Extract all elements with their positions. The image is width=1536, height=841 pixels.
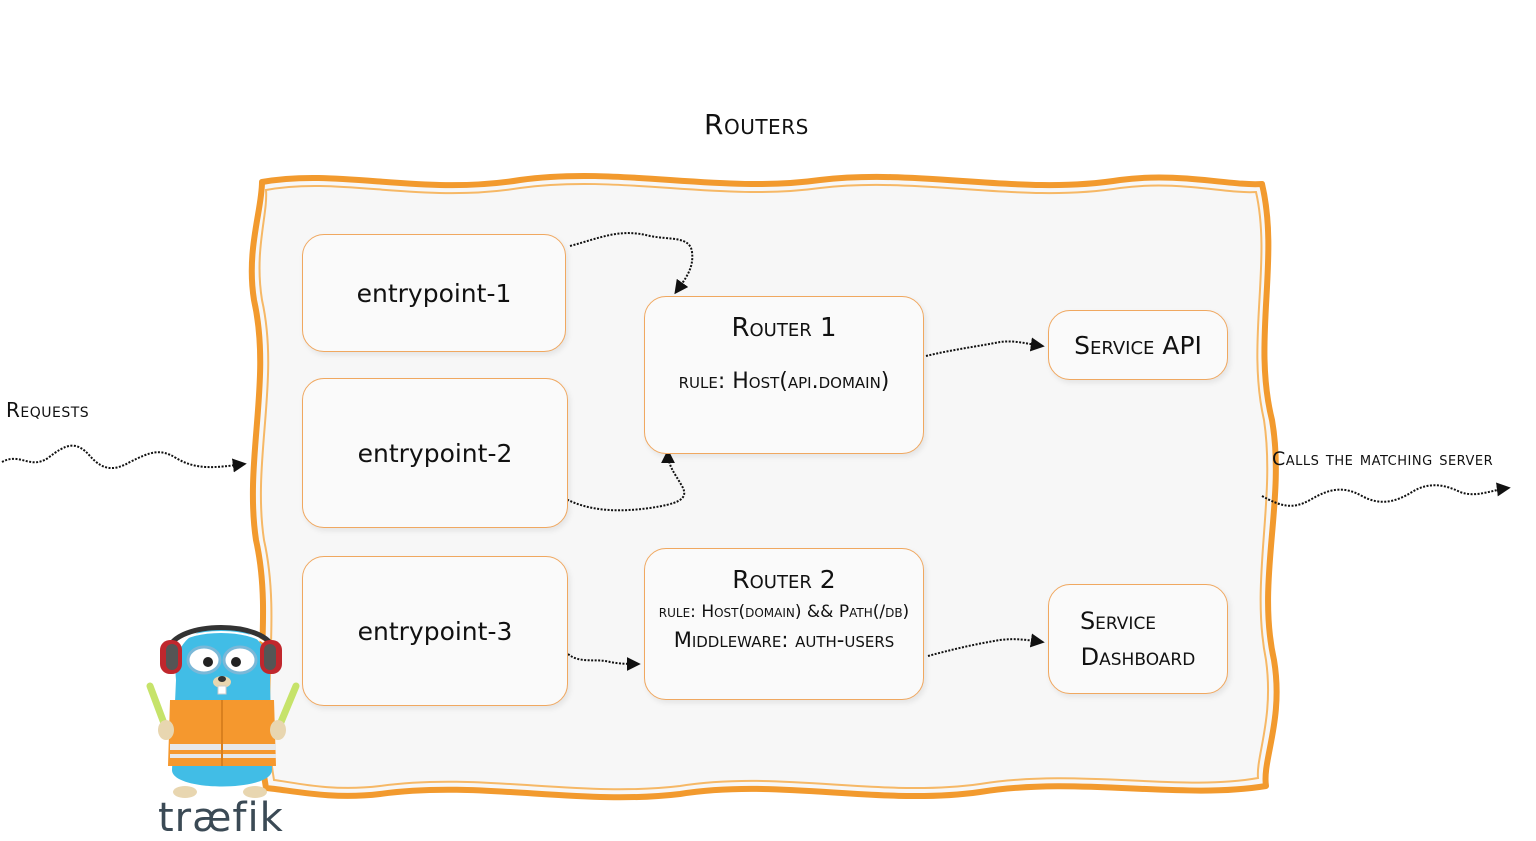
service-api-box: Service API [1048,310,1228,380]
entrypoint-2-label: entrypoint-2 [357,438,513,468]
router-2-rule: rule: Host(domain) && Path(/db) [658,602,910,622]
entrypoint1-to-router1-arrow [569,232,694,295]
entrypoint-1-label: entrypoint-1 [356,278,512,308]
requests-arrow [1,444,247,473]
entrypoint-3-label: entrypoint-3 [357,616,513,646]
router-1-title: Router 1 [731,313,837,343]
service-api-label: Service API [1074,330,1202,360]
router2-to-service-dashboard-arrow [927,633,1045,657]
calls-server-arrow [1261,482,1511,507]
service-dashboard-line1: Service [1079,607,1157,635]
router-1-box: Router 1 rule: Host(api.domain) [644,296,924,454]
entrypoint-2-box: entrypoint-2 [302,378,568,528]
router-2-middleware: Middleware: auth-users [673,628,895,652]
entrypoint-1-box: entrypoint-1 [302,234,566,352]
traefik-gopher-mascot-icon [146,625,300,798]
entrypoint2-to-router1-arrow [563,449,686,512]
traefik-logo-text: træfik [158,795,284,841]
requests-label: Requests [6,398,90,422]
router-2-box: Router 2 rule: Host(domain) && Path(/db)… [644,548,924,700]
diagram-title: Routers [704,108,809,141]
entrypoint3-to-router2-arrow [567,653,641,671]
router1-to-service-api-arrow [925,337,1045,357]
router-1-rule: rule: Host(api.domain) [678,369,890,394]
service-dashboard-line2: Dashboard [1080,643,1196,671]
calls-server-label: Calls the matching server [1272,448,1494,470]
service-dashboard-box: Service Dashboard [1048,584,1228,694]
router-2-title: Router 2 [732,565,836,594]
entrypoint-3-box: entrypoint-3 [302,556,568,706]
